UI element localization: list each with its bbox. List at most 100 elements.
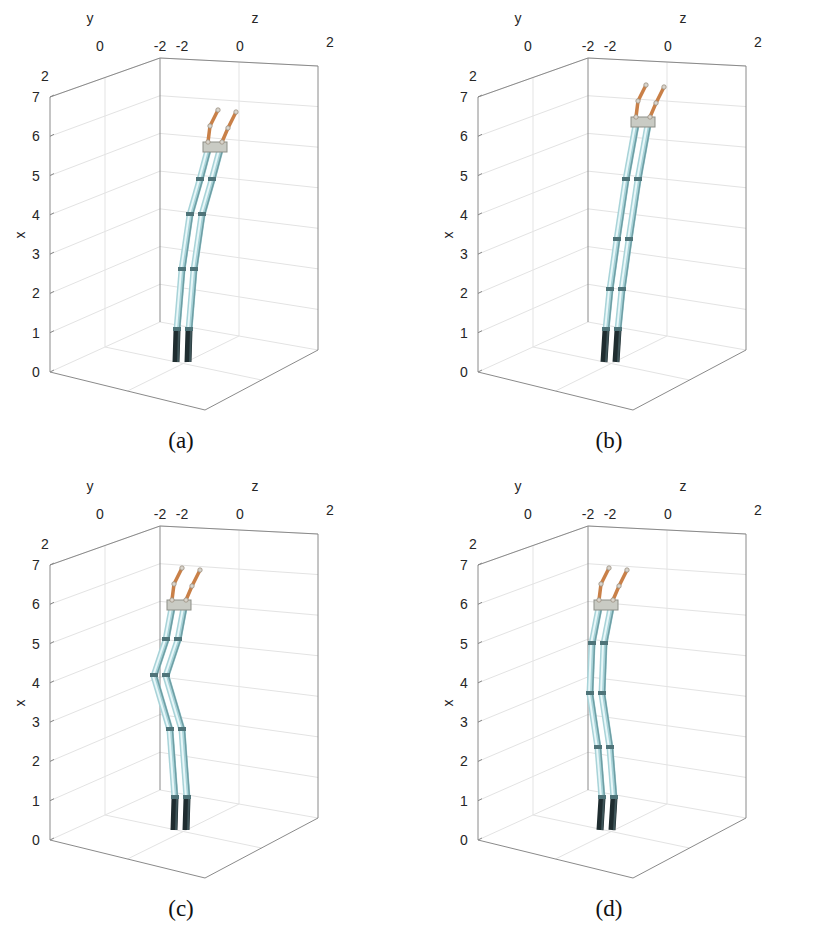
tick-label: 6: [460, 597, 468, 611]
axis-label: x: [441, 700, 455, 707]
arm-joint: [178, 727, 186, 731]
tick-label: -2: [176, 507, 188, 521]
axis-line: [478, 526, 746, 565]
finger-joint: [198, 568, 202, 572]
arm-highlight: [591, 608, 598, 644]
arm-shadow: [192, 270, 197, 330]
arm-shadow: [595, 608, 602, 644]
arm-segment: [602, 644, 604, 694]
arm-segment: [626, 125, 636, 180]
grid-line: [667, 62, 668, 336]
tick-label: 5: [32, 169, 40, 183]
tick-label: -2: [154, 39, 166, 53]
grid-line: [478, 209, 746, 254]
finger-joint: [636, 99, 640, 103]
grid-line: [478, 677, 746, 722]
tick-mark: [478, 838, 482, 840]
axis-label: y: [515, 479, 522, 493]
grid-lines: [50, 58, 318, 391]
grid-line: [478, 639, 746, 683]
grid-line: [50, 322, 318, 372]
tick-label: 4: [32, 208, 40, 222]
arm-base-shade: [188, 798, 189, 830]
tick-mark: [50, 252, 54, 254]
axis-label: x: [441, 232, 455, 239]
tick-label: 1: [460, 326, 468, 340]
grid-lines: [478, 526, 746, 859]
tick-mark: [50, 602, 54, 604]
tick-label: 0: [664, 39, 672, 53]
arm-joint: [196, 177, 204, 181]
axis-box: [478, 526, 746, 878]
arm-base: [176, 330, 177, 362]
finger-joint: [617, 584, 621, 588]
finger-joint: [234, 110, 238, 114]
tick-mark: [478, 370, 482, 372]
tick-label: 1: [32, 794, 40, 808]
axis-line: [50, 526, 318, 565]
robot-arm: [173, 108, 238, 362]
arm-shadow: [215, 150, 223, 180]
tick-label: 2: [41, 69, 49, 83]
axis-line: [50, 565, 51, 840]
axis-line: [746, 66, 747, 350]
tick-label: 2: [32, 754, 40, 768]
tick-label: 0: [96, 507, 104, 521]
arm-joint: [150, 673, 158, 677]
tick-label: 2: [469, 69, 477, 83]
tick-mark: [478, 213, 482, 215]
finger-joint: [190, 584, 194, 588]
tick-mark: [478, 291, 482, 293]
grid-line: [50, 171, 318, 215]
finger-joint: [206, 140, 210, 144]
tick-label: 2: [460, 286, 468, 300]
tick-mark: [50, 174, 54, 176]
arm-shadow: [169, 640, 181, 676]
tick-mark: [478, 174, 482, 176]
arm-base: [174, 798, 175, 830]
tick-mark: [50, 720, 54, 722]
arm-joint: [173, 327, 181, 331]
grid-line: [50, 564, 318, 605]
tick-mark: [50, 95, 54, 97]
tick-mark: [478, 252, 482, 254]
arm-highlight: [621, 240, 628, 290]
tick-label: -2: [604, 507, 616, 521]
tick-label: 1: [460, 794, 468, 808]
grid-line: [50, 133, 318, 175]
tick-mark: [478, 331, 482, 333]
finger-joint: [216, 108, 220, 112]
axis-line: [318, 534, 319, 818]
tick-mark: [50, 213, 54, 215]
arm-joint: [613, 237, 621, 241]
tick-label: 7: [460, 558, 468, 572]
grid-line: [50, 790, 318, 840]
arm-joint: [174, 637, 182, 641]
arm-joint: [614, 327, 622, 331]
arm-shadow: [203, 150, 211, 180]
tick-mark: [478, 95, 482, 97]
arm-shadow: [641, 125, 651, 180]
tick-label: 5: [32, 637, 40, 651]
tick-label: 5: [460, 169, 468, 183]
axis-line: [160, 58, 161, 322]
tick-label: 0: [460, 365, 468, 379]
plot-panel: [478, 526, 746, 878]
grid-line: [478, 96, 746, 137]
grid-line: [478, 564, 746, 605]
arm-segment: [190, 180, 200, 215]
axis-line: [588, 58, 589, 322]
arm-joint: [622, 177, 630, 181]
tick-label: -2: [154, 507, 166, 521]
arm-joint: [166, 727, 174, 731]
arm-joint: [610, 795, 618, 799]
arm-base-shade: [176, 798, 177, 830]
tick-label: 4: [460, 208, 468, 222]
finger-joint: [220, 140, 224, 144]
arm-highlight: [601, 644, 603, 694]
arm-segment: [638, 125, 648, 180]
grid-line: [478, 322, 746, 372]
panel-label: (a): [168, 429, 194, 452]
axis-line: [478, 97, 479, 372]
